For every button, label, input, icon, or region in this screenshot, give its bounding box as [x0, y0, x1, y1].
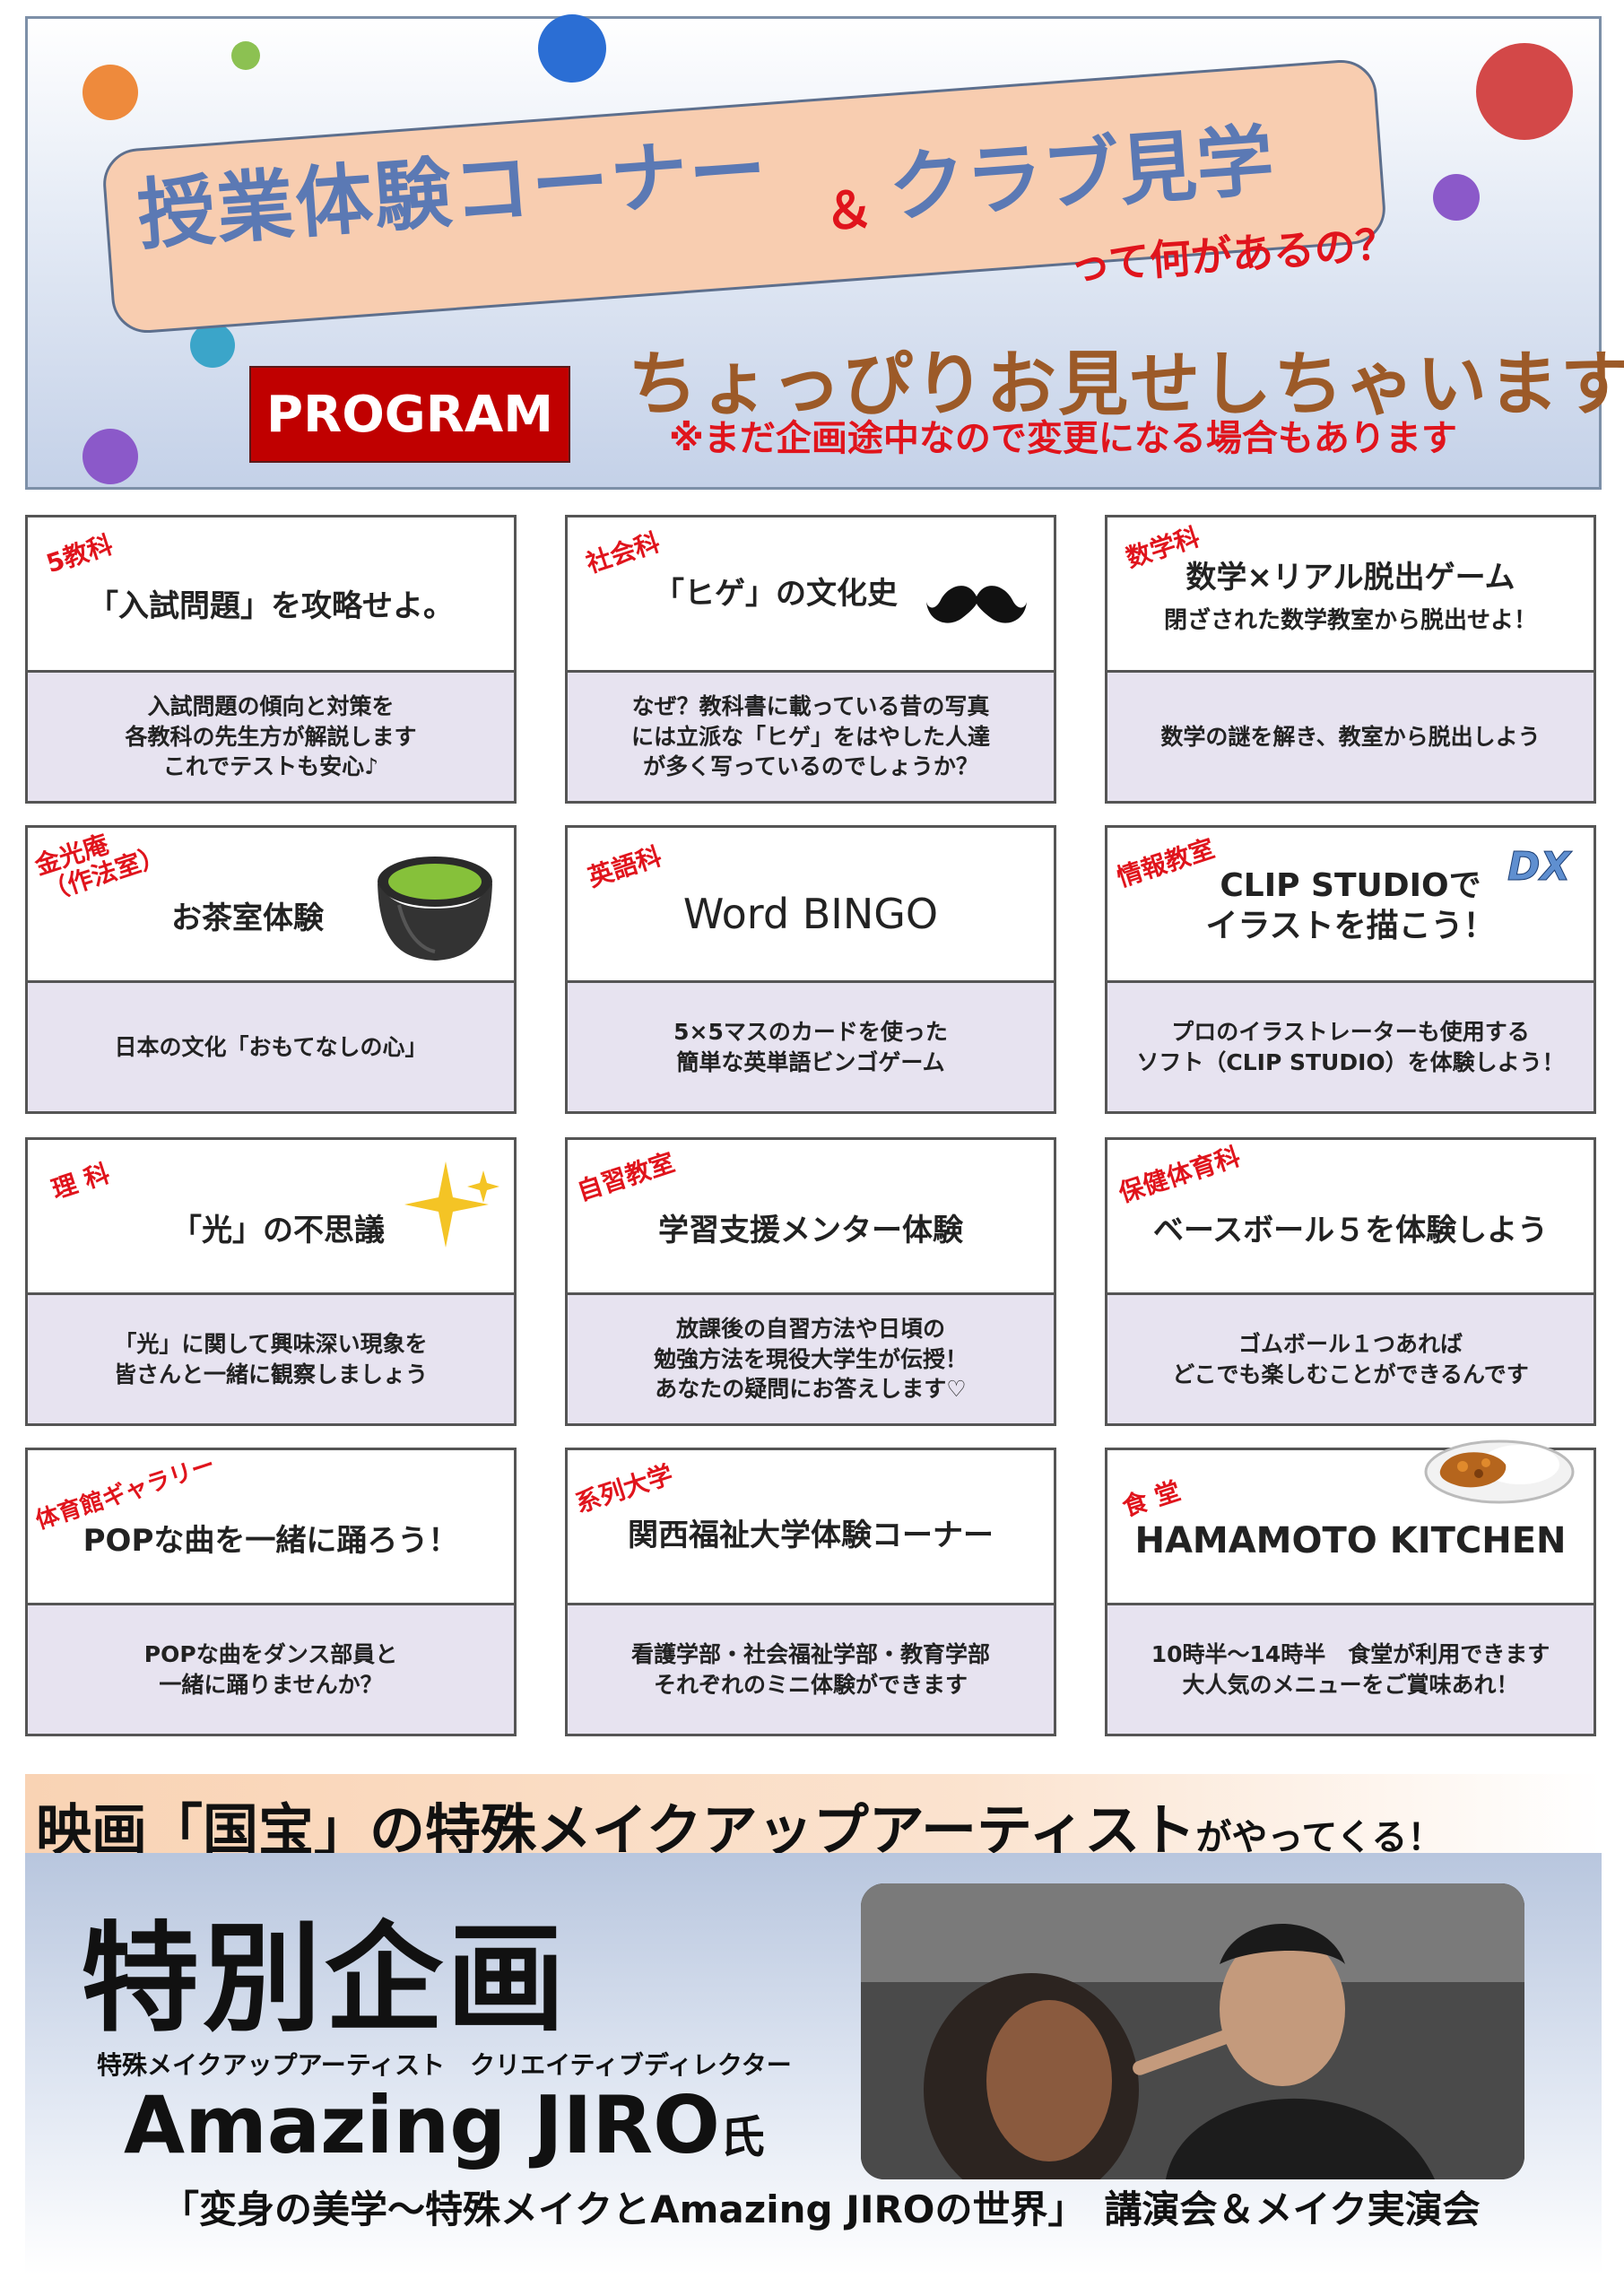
- card-tag: 社会科: [582, 526, 664, 579]
- card-description: 「光」に関して興味深い現象を 皆さんと一緒に観察しましょう: [28, 1295, 514, 1423]
- banner-text: 映画「国宝」の特殊メイクアップアーティストがやってくる！: [36, 1785, 1443, 1866]
- program-card: 社会科 「ヒゲ」の文化史 なぜ？教科書に載っている昔の写真 には立派な「ヒゲ」を…: [565, 515, 1056, 804]
- card-title: 学習支援メンター体験: [658, 1213, 963, 1248]
- program-card: 食 堂 HAMAMOTO KITCHEN 10時半～14時半 食堂が利用できます…: [1105, 1439, 1596, 1736]
- lecture-title: 「変身の美学～特殊メイクとAmazing JIROの世界」 講演会＆メイク実演会: [161, 2187, 1481, 2231]
- banner-tail: がやってくる！: [1195, 1817, 1444, 1858]
- card-title: CLIP STUDIOで イラストを描こう！: [1205, 867, 1496, 944]
- program-card: 数学科 数学×リアル脱出ゲーム 閉ざされた数学教室から脱出せよ！ 数学の謎を解き…: [1105, 515, 1596, 804]
- tea-bowl-icon: [378, 857, 492, 961]
- card-description: プロのイラストレーターも使用する ソフト（CLIP STUDIO）を体験しよう！: [1107, 983, 1594, 1111]
- card-title: 数学×リアル脱出ゲーム: [1185, 560, 1515, 596]
- event-banner: [25, 1774, 1602, 1853]
- card-header: 食 堂 HAMAMOTO KITCHEN: [1107, 1439, 1594, 1605]
- decor-bubble: [190, 323, 235, 368]
- program-card: 情報教室 CLIP STUDIOで イラストを描こう！ DX プロのイラストレー…: [1105, 825, 1596, 1114]
- card-description: 10時半～14時半 食堂が利用できます 大人気のメニューをご賞味あれ！: [1107, 1605, 1594, 1734]
- photo-illustration: [861, 1883, 1524, 2179]
- card-header: 理 科 「光」の不思議: [28, 1140, 514, 1295]
- card-tag: 系列大学: [571, 1459, 677, 1519]
- card-tag: 金光庵 （作法室）: [30, 829, 169, 908]
- card-tag: 保健体育科: [1115, 1141, 1244, 1209]
- notice-text: ※まだ企画途中なので変更になる場合もあります: [669, 418, 1457, 459]
- card-tag: 理 科: [48, 1158, 114, 1205]
- card-subtitle: 閉ざされた数学教室から脱出せよ！: [1163, 607, 1537, 634]
- card-tag: 食 堂: [1118, 1475, 1185, 1523]
- card-description: 入試問題の傾向と対策を 各教科の先生方が解説します これでテストも安心♪: [28, 673, 514, 801]
- program-card: 系列大学 関西福祉大学体験コーナー 看護学部・社会福祉学部・教育学部 それぞれの…: [565, 1448, 1056, 1736]
- card-title: 「入試問題」を攻略せよ。: [88, 588, 454, 624]
- program-card: 5教科 「入試問題」を攻略せよ。 入試問題の傾向と対策を 各教科の先生方が解説し…: [25, 515, 517, 804]
- makeup-artist-photo: [861, 1883, 1524, 2179]
- card-description: なぜ？教科書に載っている昔の写真 には立派な「ヒゲ」をはやした人達 が多く写って…: [568, 673, 1054, 801]
- decor-bubble: [538, 14, 606, 83]
- decor-bubble: [83, 65, 138, 120]
- sparkle-icon: [404, 1161, 499, 1248]
- card-title: HAMAMOTO KITCHEN: [1134, 1520, 1567, 1561]
- decor-bubble: [1476, 43, 1573, 140]
- program-card: 体育館ギャラリー POPな曲を一緒に踊ろう！ POPな曲をダンス部員と 一緒に踊…: [25, 1448, 517, 1736]
- card-description: ゴムボール１つあれば どこでも楽しむことができるんです: [1107, 1295, 1594, 1423]
- curry-icon: [1424, 1439, 1575, 1504]
- decor-bubble: [1433, 174, 1480, 221]
- program-card: 保健体育科 ベースボール５を体験しよう ゴムボール１つあれば どこでも楽しむこと…: [1105, 1137, 1596, 1426]
- card-header: 自習教室 学習支援メンター体験: [568, 1140, 1054, 1295]
- card-header: 5教科 「入試問題」を攻略せよ。: [28, 517, 514, 673]
- artist-suffix: 氏: [719, 2111, 765, 2163]
- card-header: 金光庵 （作法室） お茶室体験: [28, 828, 514, 983]
- card-description: 看護学部・社会福祉学部・教育学部 それぞれのミニ体験ができます: [568, 1605, 1054, 1734]
- card-header: 数学科 数学×リアル脱出ゲーム 閉ざされた数学教室から脱出せよ！: [1107, 517, 1594, 673]
- card-header: 系列大学 関西福祉大学体験コーナー: [568, 1450, 1054, 1605]
- banner-headline: 映画「国宝」の特殊メイクアップアーティスト: [36, 1797, 1196, 1863]
- card-header: 体育館ギャラリー POPな曲を一緒に踊ろう！: [28, 1450, 514, 1605]
- decor-bubble: [231, 41, 260, 70]
- card-title: ベースボール５を体験しよう: [1152, 1213, 1549, 1248]
- program-card: 金光庵 （作法室） お茶室体験 日本の文化「おもてなしの心」: [25, 825, 517, 1114]
- dx-badge: DX: [1507, 844, 1571, 891]
- card-tag: 英語科: [584, 840, 665, 893]
- card-header: 保健体育科 ベースボール５を体験しよう: [1107, 1140, 1594, 1295]
- card-description: 5×5マスのカードを使った 簡単な英単語ビンゴゲーム: [568, 983, 1054, 1111]
- program-card: 自習教室 学習支援メンター体験 放課後の自習方法や日頃の 勉強方法を現役大学生が…: [565, 1137, 1056, 1426]
- mustache-icon: [926, 586, 1027, 623]
- title-ampersand: ＆: [821, 180, 876, 242]
- program-card: 英語科 Word BINGO 5×5マスのカードを使った 簡単な英単語ビンゴゲー…: [565, 825, 1056, 1114]
- special-title: 特別企画: [81, 1910, 569, 2048]
- card-title: 「ヒゲ」の文化史: [654, 576, 898, 612]
- program-card: 理 科 「光」の不思議 「光」に関して興味深い現象を 皆さんと一緒に観察しましょ…: [25, 1137, 517, 1426]
- card-header: 社会科 「ヒゲ」の文化史: [568, 517, 1054, 673]
- program-badge: PROGRAM: [249, 366, 570, 463]
- preview-text: ちょっぴりお見せしちゃいます: [628, 344, 1624, 425]
- card-title: 関西福祉大学体験コーナー: [628, 1518, 994, 1553]
- card-description: 日本の文化「おもてなしの心」: [28, 983, 514, 1111]
- card-tag: 5教科: [42, 529, 117, 579]
- card-title: POPな曲を一緒に踊ろう！: [83, 1523, 459, 1559]
- card-tag: 自習教室: [573, 1147, 679, 1207]
- card-description: 放課後の自習方法や日頃の 勉強方法を現役大学生が伝授！ あなたの疑問にお答えしま…: [568, 1295, 1054, 1423]
- card-title: 「光」の不思議: [171, 1213, 385, 1248]
- card-header: 情報教室 CLIP STUDIOで イラストを描こう！ DX: [1107, 828, 1594, 983]
- card-description: 数学の謎を解き、教室から脱出しよう: [1107, 673, 1594, 801]
- decor-bubble: [83, 429, 138, 484]
- artist-name-line: Amazing JIRO氏: [124, 2079, 765, 2171]
- card-title: お茶室体験: [171, 900, 324, 936]
- artist-name: Amazing JIRO: [124, 2079, 720, 2171]
- card-title: Word BINGO: [682, 890, 939, 938]
- card-description: POPな曲をダンス部員と 一緒に踊りませんか？: [28, 1605, 514, 1734]
- card-header: 英語科 Word BINGO: [568, 828, 1054, 983]
- artist-role: 特殊メイクアップアーティスト クリエイティブディレクター: [97, 2050, 792, 2080]
